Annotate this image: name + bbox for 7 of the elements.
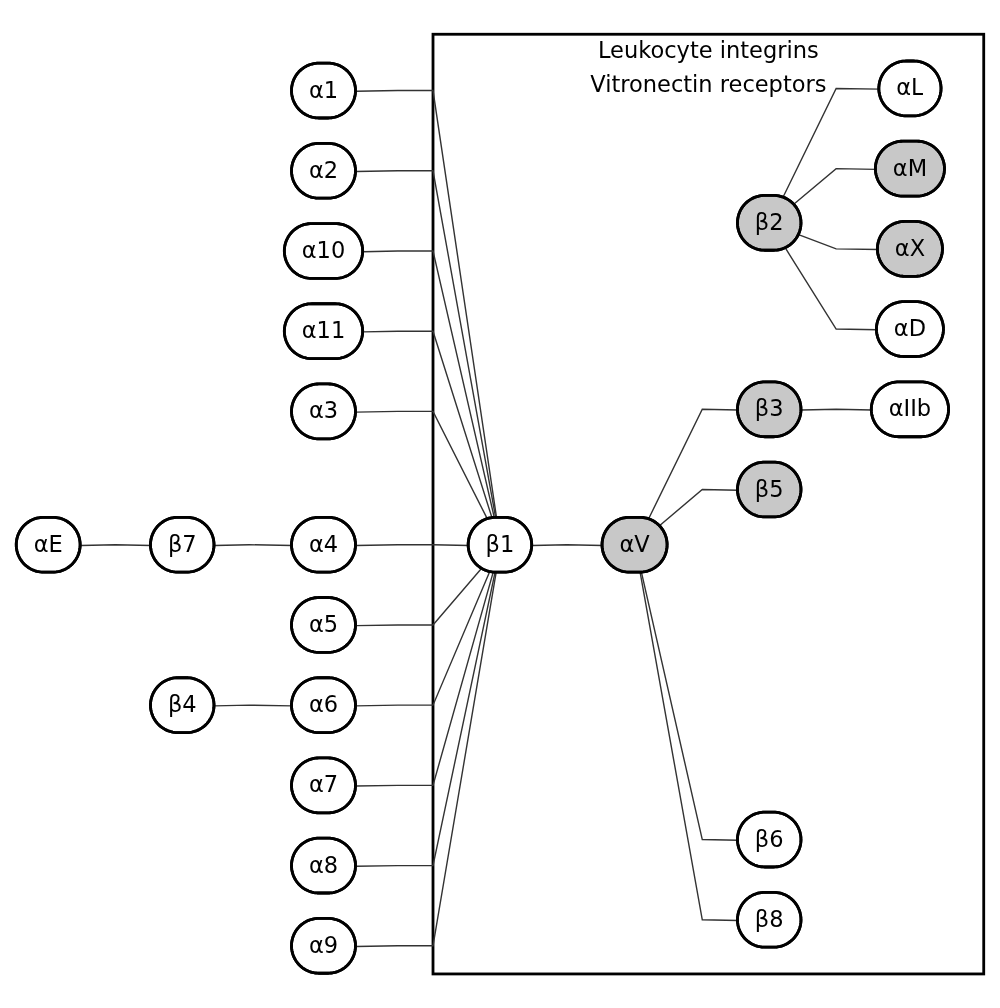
connector [355,571,494,787]
connector [355,89,498,519]
connector [355,169,497,519]
connector [355,572,496,867]
connector [355,567,483,627]
connector [355,572,497,948]
connector [355,571,491,707]
